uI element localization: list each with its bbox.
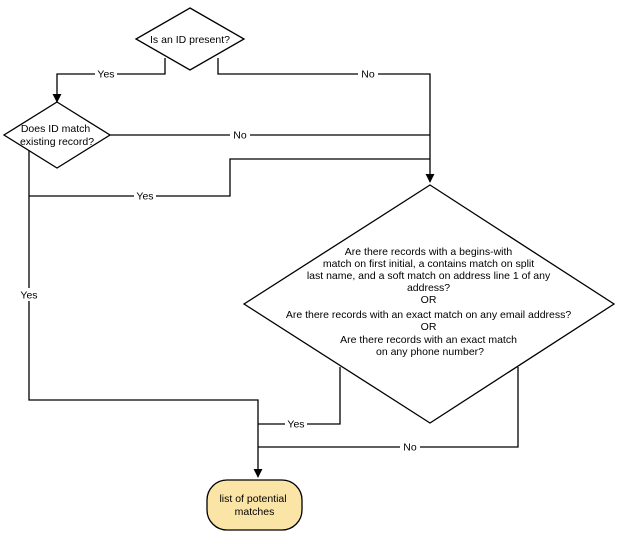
svg-text:Yes: Yes [136, 191, 153, 203]
edge-label-records-no: No [400, 440, 420, 454]
node-records-line-3: last name, and a soft match on address l… [307, 270, 551, 282]
node-records-line-2: match on first initial, a contains match… [323, 258, 534, 270]
svg-text:Yes: Yes [287, 419, 304, 431]
node-id-match-line-2: existing record? [20, 136, 94, 148]
edge-label-id-present-yes: Yes [95, 67, 117, 81]
node-records-line-8: Are there records with an exact match [340, 334, 517, 346]
svg-text:Does ID match existing r: Does ID match existing record? [20, 123, 94, 148]
svg-text:Yes: Yes [97, 69, 114, 81]
edge-label-records-yes: Yes [285, 417, 307, 431]
node-id-present-line-1: Is an ID present? [150, 34, 230, 46]
edge-label-id-match-yes-lower: Yes [18, 288, 40, 302]
node-potential-matches-line-2: matches [235, 506, 275, 518]
node-records-line-1: Are there records with a begins-with [345, 246, 513, 258]
svg-text:No: No [361, 69, 375, 81]
edge-records-yes [258, 367, 341, 425]
edge-label-id-match-yes-upper: Yes [134, 189, 156, 203]
node-records-line-4: address? [407, 282, 450, 294]
edge-label-id-present-no: No [358, 67, 378, 81]
svg-text:No: No [403, 442, 417, 454]
node-records-match: Are there records with a begins-with mat… [242, 184, 616, 424]
node-potential-matches-line-1: list of potential [219, 493, 286, 505]
node-id-present: Is an ID present? [134, 7, 246, 71]
svg-text:list of potential matche: list of potential matches [219, 493, 289, 518]
node-id-match: Does ID match existing record? [2, 101, 112, 169]
edge-label-id-match-no: No [230, 128, 250, 142]
node-id-match-line-1: Does ID match [21, 123, 91, 135]
svg-text:Is an ID present?: Is an ID present? [150, 34, 230, 46]
node-potential-matches: list of potential matches [206, 479, 303, 531]
node-records-line-5: OR [421, 294, 437, 306]
edge-records-no [258, 367, 519, 448]
node-records-line-6: Are there records with an exact match on… [286, 309, 572, 321]
svg-text:Are there records with a begin: Are there records with a begins-with mat… [286, 246, 574, 358]
edge-id-present-no [217, 58, 435, 183]
svg-text:Yes: Yes [20, 290, 37, 302]
edge-id-match-yes-loop [29, 158, 430, 197]
node-records-line-7: OR [421, 321, 437, 333]
node-records-line-9: on any phone number? [376, 346, 484, 358]
edge-id-match-yes [28, 150, 263, 478]
svg-text:No: No [233, 130, 247, 142]
